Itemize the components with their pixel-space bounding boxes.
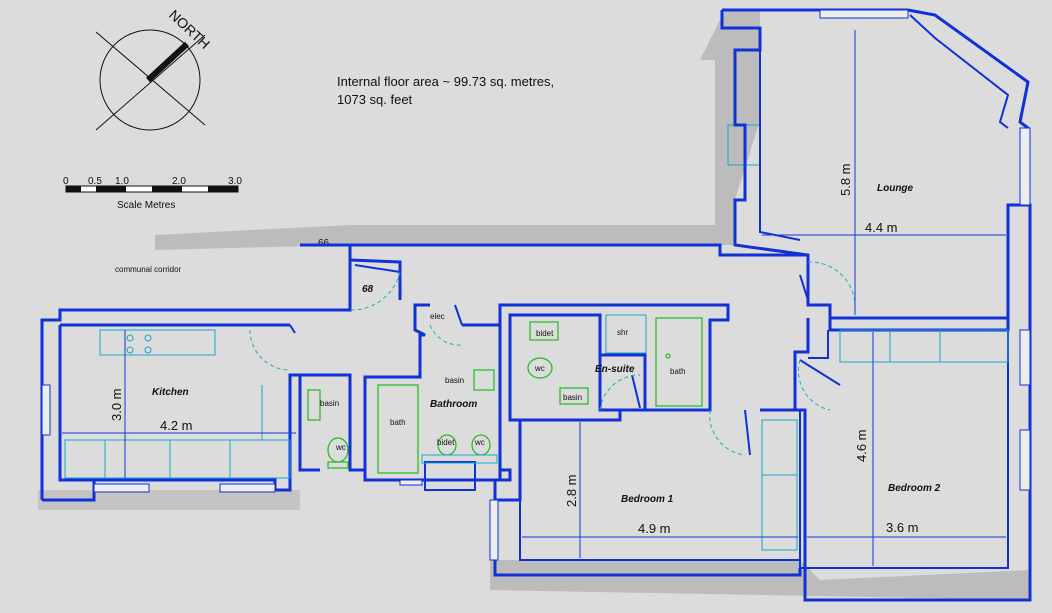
dim-bedroom2-width: 3.6 m xyxy=(886,520,919,535)
bath-label-2: bath xyxy=(670,367,686,376)
room-bedroom-1: Bedroom 1 xyxy=(621,494,674,505)
walls xyxy=(40,8,1032,602)
bath-label-1: bath xyxy=(390,418,406,427)
floor-area-line-1: Internal floor area ~ 99.73 sq. metres, xyxy=(337,74,554,89)
scale-tick-0: 0 xyxy=(63,176,69,187)
scale-caption: Scale Metres xyxy=(117,200,175,211)
ensuite-basin-label: basin xyxy=(563,393,582,402)
wc-label-1: wc xyxy=(335,443,346,452)
ensuite-fixtures xyxy=(527,314,703,407)
elec-label: elec xyxy=(430,312,445,321)
dim-lounge-height: 5.8 m xyxy=(838,163,853,196)
wc-label-2: wc xyxy=(474,438,485,447)
scale-bar: 0 0.5 1.0 2.0 3.0 Scale Metres xyxy=(63,176,242,211)
scale-tick-3: 3.0 xyxy=(228,176,242,187)
kitchen-basin-label: basin xyxy=(320,399,339,408)
north-label: NORTH xyxy=(166,6,213,51)
bidet-label-2: bidet xyxy=(536,329,554,338)
north-compass: NORTH xyxy=(95,6,213,131)
room-ensuite: En-suite xyxy=(595,364,635,375)
dim-bedroom1-height: 2.8 m xyxy=(564,474,579,507)
room-bathroom: Bathroom xyxy=(430,399,477,410)
dimension-lines xyxy=(62,30,1006,566)
storage-fixtures xyxy=(761,329,1009,551)
bathroom-basin-label: basin xyxy=(445,376,464,385)
outside-area xyxy=(38,10,1030,600)
kitchen-fixtures xyxy=(64,329,291,479)
dim-lounge-width: 4.4 m xyxy=(865,220,898,235)
floor-area-line-2: 1073 sq. feet xyxy=(337,92,413,107)
shr-label: shr xyxy=(617,328,628,337)
windows xyxy=(41,9,1031,561)
scale-tick-2: 2.0 xyxy=(172,176,186,187)
doors xyxy=(249,261,856,456)
room-kitchen: Kitchen xyxy=(152,387,189,398)
room-lounge: Lounge xyxy=(877,183,914,194)
dim-bedroom1-width: 4.9 m xyxy=(638,521,671,536)
dim-bedroom2-height: 4.6 m xyxy=(854,429,869,462)
wc-label-3: wc xyxy=(534,364,545,373)
scale-tick-1: 1.0 xyxy=(115,176,129,187)
bidet-label-1: bidet xyxy=(437,438,455,447)
communal-corridor-label: communal corridor xyxy=(115,265,182,274)
scale-tick-05: 0.5 xyxy=(88,176,102,187)
bathroom-fixtures xyxy=(307,369,498,474)
dim-kitchen-height: 3.0 m xyxy=(109,388,124,421)
dim-kitchen-width: 4.2 m xyxy=(160,418,193,433)
room-bedroom-2: Bedroom 2 xyxy=(888,483,941,494)
unit-68-label: 68 xyxy=(362,284,374,295)
